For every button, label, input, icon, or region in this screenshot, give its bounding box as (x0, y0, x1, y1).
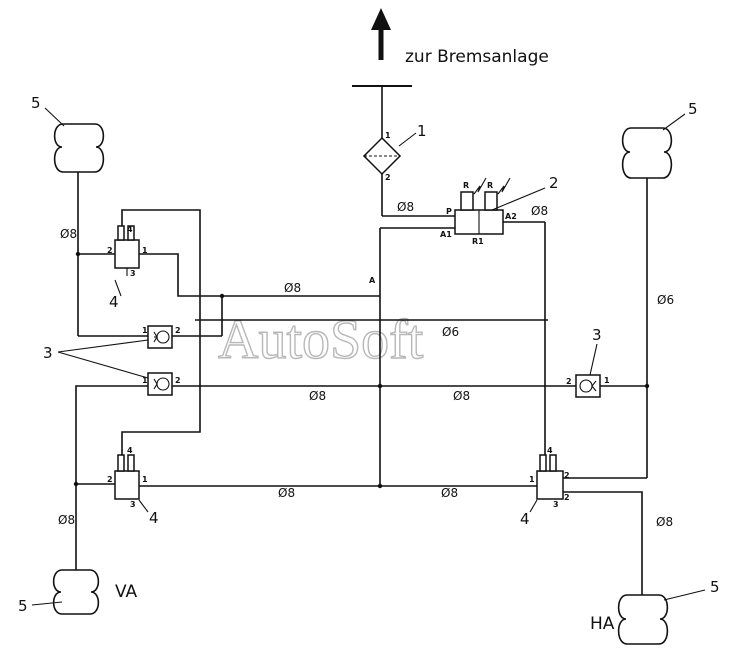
svg-text:2: 2 (107, 246, 113, 255)
callout-line-4b (138, 499, 149, 513)
solenoid-valve-2: R R P A1 A2 R1 (440, 177, 517, 246)
heading-brake-system: zur Bremsanlage (405, 47, 549, 67)
callout-line-5a (44, 107, 65, 127)
svg-text:1: 1 (142, 376, 148, 385)
callout-5d: 5 (710, 578, 720, 596)
callout-5b: 5 (18, 597, 28, 615)
svg-text:1: 1 (142, 475, 148, 484)
svg-text:1: 1 (142, 246, 148, 255)
svg-text:3: 3 (553, 500, 559, 509)
callout-line-1 (398, 132, 417, 147)
svg-text:2: 2 (175, 326, 181, 335)
callout-3c: 3 (592, 326, 602, 344)
svg-text:1: 1 (604, 376, 610, 385)
watermark: AutoSoft (218, 309, 424, 371)
level-valve-front-upper: 2 1 4 3 (107, 225, 148, 278)
pipe-label-11: Ø6 (657, 293, 674, 307)
svg-text:A2: A2 (505, 212, 517, 221)
svg-text:R1: R1 (472, 237, 484, 246)
check-valve-upper: 1 2 (142, 325, 181, 349)
pipe-rear-level-to-spring (563, 491, 643, 595)
svg-text:2: 2 (175, 376, 181, 385)
callout-line-5c (662, 113, 686, 131)
svg-text:4: 4 (547, 446, 553, 455)
pipe-level-to-main (139, 253, 380, 297)
callout-line-5d (663, 589, 706, 601)
svg-text:1: 1 (385, 131, 391, 140)
axle-label-va: VA (115, 582, 138, 602)
svg-text:2: 2 (566, 377, 572, 386)
callout-5c: 5 (688, 100, 698, 118)
callout-line-3b (57, 351, 149, 379)
pipe-label-5: Ø6 (442, 325, 459, 339)
level-valve-rear: 1 2 2 4 3 (529, 446, 570, 509)
callout-4b: 4 (149, 509, 159, 527)
callout-line-5b (31, 601, 63, 606)
check-valve-rear: 2 1 (566, 374, 610, 398)
check-valve-lower: 1 2 (142, 372, 181, 396)
callout-line-4a (114, 279, 122, 297)
pipe-label-7: Ø8 (453, 389, 470, 403)
svg-text:2: 2 (564, 493, 570, 502)
svg-text:1: 1 (529, 475, 535, 484)
callout-4c: 4 (520, 510, 530, 528)
air-spring-front-upper (53, 123, 105, 173)
callout-line-3a (57, 339, 149, 353)
callout-4a: 4 (109, 293, 119, 311)
callout-5a: 5 (31, 94, 41, 112)
callout-1: 1 (417, 122, 427, 140)
air-spring-front-lower (52, 569, 100, 615)
axle-label-ha: HA (590, 614, 615, 634)
node-label-a: A (369, 276, 376, 285)
pipe-label-2: Ø8 (531, 204, 548, 218)
pipe-label-12: Ø8 (656, 515, 673, 529)
svg-text:3: 3 (130, 269, 136, 278)
pipe-label-3: Ø8 (60, 227, 77, 241)
svg-text:R: R (463, 181, 469, 190)
callout-3a: 3 (43, 344, 53, 362)
pipe-label-6: Ø8 (309, 389, 326, 403)
svg-text:4: 4 (127, 225, 133, 234)
svg-text:R: R (487, 181, 493, 190)
pipe-label-9: Ø8 (441, 486, 458, 500)
pipe-label-1: Ø8 (397, 200, 414, 214)
svg-text:1: 1 (142, 326, 148, 335)
svg-text:2: 2 (564, 471, 570, 480)
up-arrow-icon (371, 8, 391, 60)
svg-text:2: 2 (107, 475, 113, 484)
svg-text:2: 2 (385, 173, 391, 182)
svg-text:A1: A1 (440, 230, 452, 239)
air-spring-rear-lower (617, 594, 669, 645)
pipe-label-10: Ø8 (58, 513, 75, 527)
pipe-label-8: Ø8 (278, 486, 295, 500)
callout-line-3c (589, 343, 598, 376)
air-spring-rear-upper (621, 127, 673, 179)
pipe-left-lower (75, 385, 148, 570)
callout-line-4c (529, 499, 538, 513)
pipe-loop-front (121, 209, 201, 455)
level-valve-front-lower: 2 1 4 3 (107, 446, 148, 509)
pipe-label-4: Ø8 (284, 281, 301, 295)
callout-2: 2 (549, 174, 559, 192)
svg-text:3: 3 (130, 500, 136, 509)
svg-text:4: 4 (127, 446, 133, 455)
callout-line-2 (491, 187, 546, 211)
svg-text:P: P (446, 207, 452, 216)
